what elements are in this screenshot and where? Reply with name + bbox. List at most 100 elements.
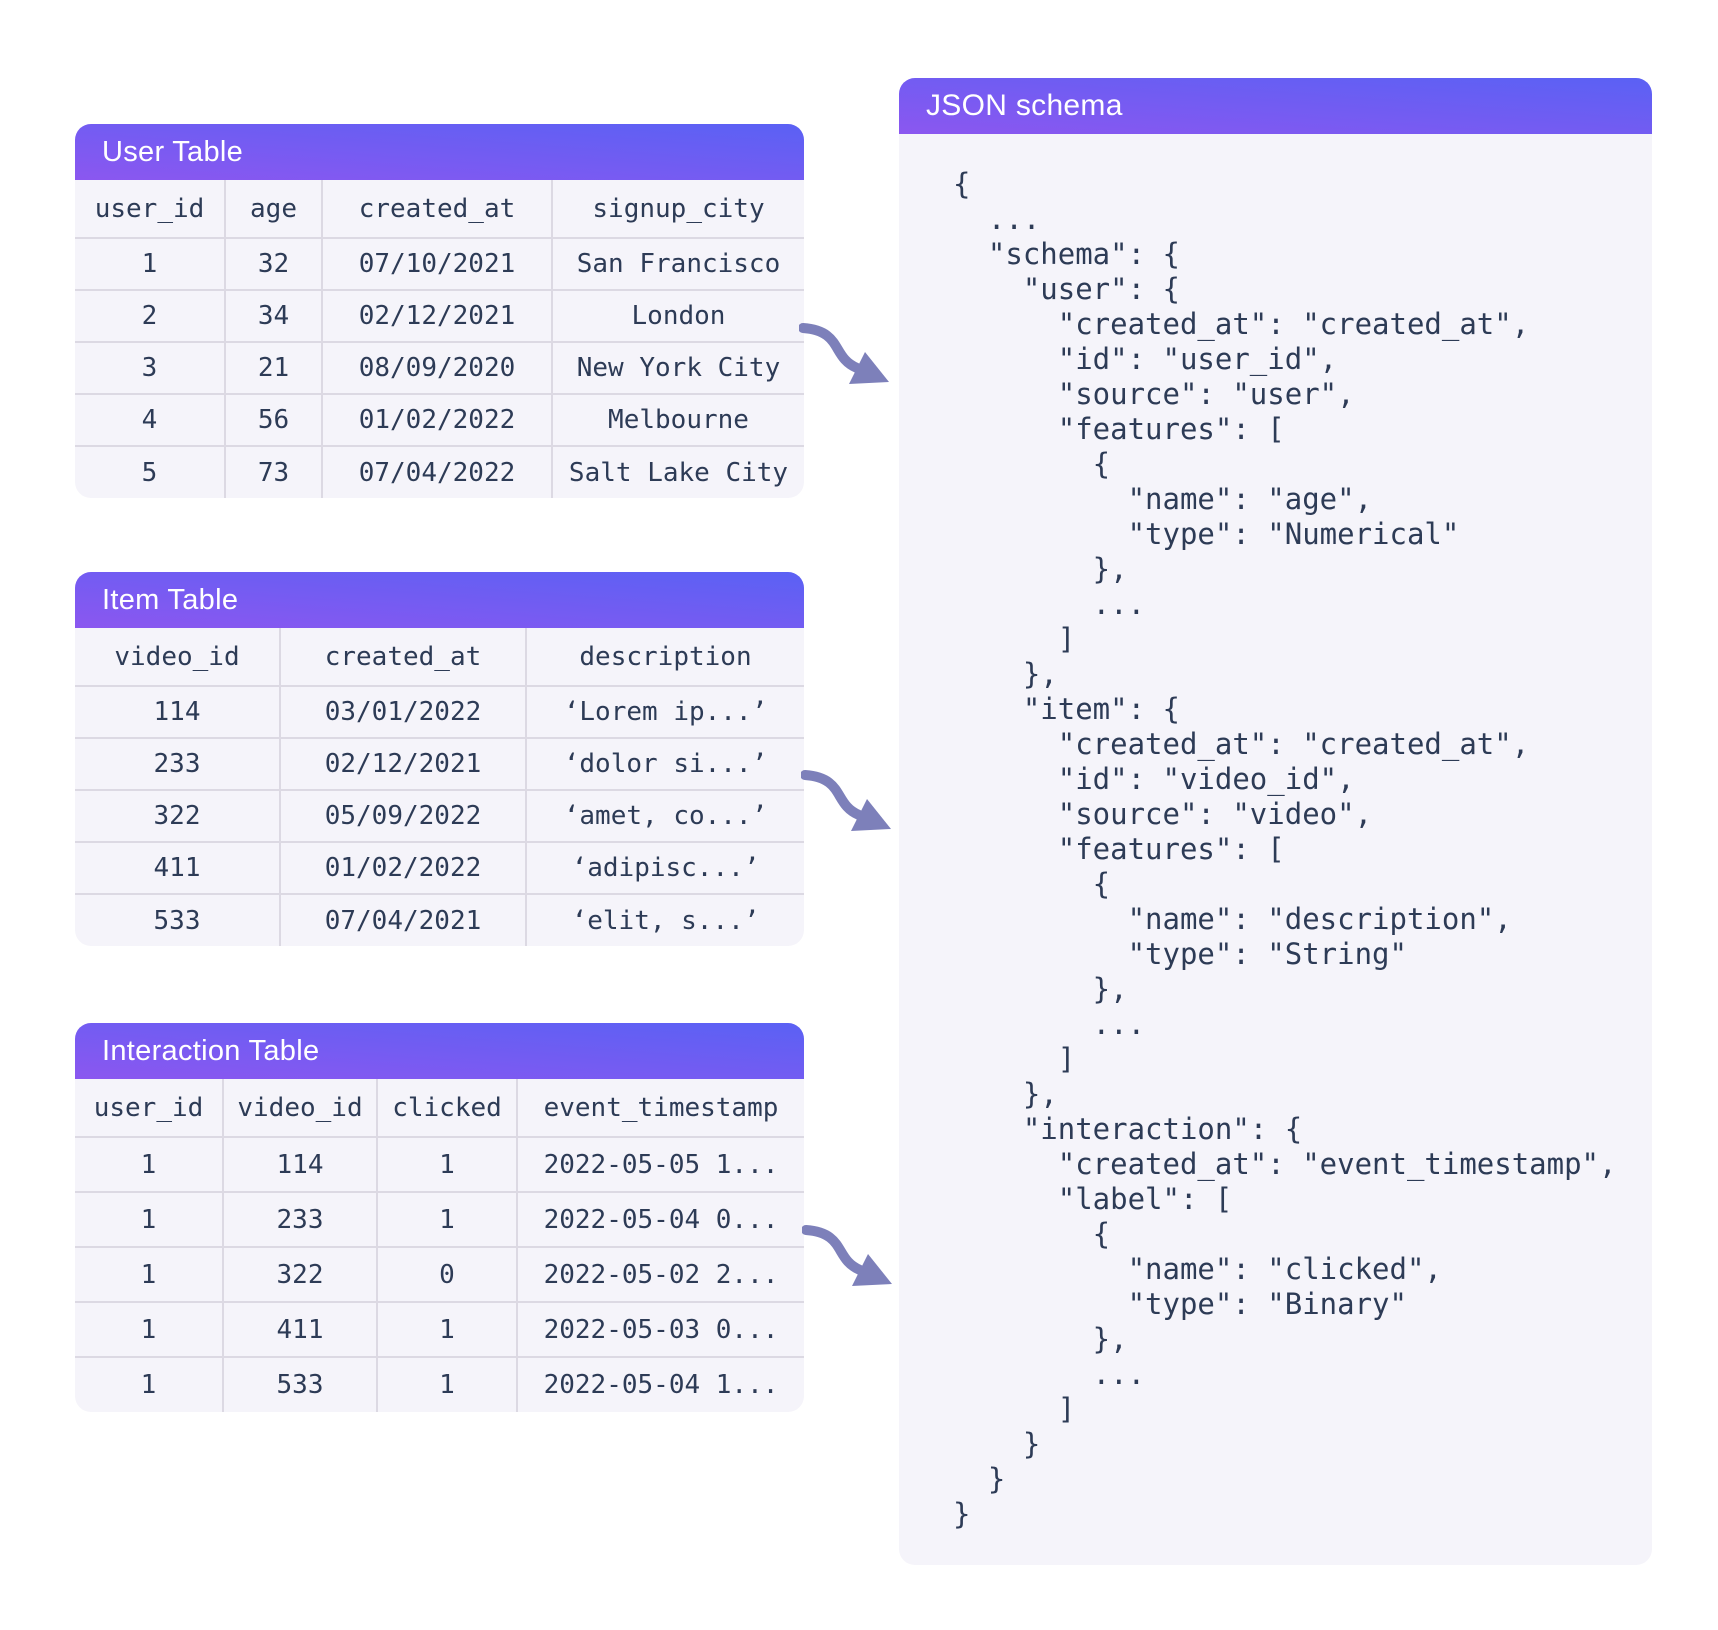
table-cell: 01/02/2022 <box>322 394 553 447</box>
table-cell: 1 <box>377 1137 518 1193</box>
table-cell: 07/04/2022 <box>322 446 553 498</box>
table-cell: Melbourne <box>552 394 804 447</box>
table-cell: 02/12/2021 <box>280 738 527 791</box>
item-table-card: Item Table video_id created_at descripti… <box>75 572 804 946</box>
table-row: 233 02/12/2021 ‘dolor si...’ <box>75 738 804 791</box>
interaction-table-card: Interaction Table user_id video_id click… <box>75 1023 804 1412</box>
item-table-title: Item Table <box>102 583 239 616</box>
table-cell: 1 <box>75 1192 224 1248</box>
item-table-header-row: video_id created_at description <box>75 628 804 687</box>
table-cell: 0 <box>377 1247 518 1303</box>
table-cell: 1 <box>377 1357 518 1412</box>
table-cell: 533 <box>223 1357 378 1412</box>
column-header: video_id <box>75 628 281 687</box>
interaction-table: user_id video_id clicked event_timestamp… <box>75 1079 804 1412</box>
table-cell: 1 <box>377 1192 518 1248</box>
table-row: 4 56 01/02/2022 Melbourne <box>75 394 804 447</box>
user-table-header-row: user_id age created_at signup_city <box>75 180 804 239</box>
json-schema-card: JSON schema { ... "schema": { "user": { … <box>899 78 1652 1565</box>
table-cell: 05/09/2022 <box>280 790 527 843</box>
table-cell: 2022-05-04 0... <box>517 1192 804 1248</box>
table-cell: 02/12/2021 <box>322 290 553 343</box>
table-cell: ‘elit, s...’ <box>571 905 760 936</box>
column-header: created_at <box>280 628 527 687</box>
interaction-table-title: Interaction Table <box>102 1034 320 1067</box>
table-row: 2 34 02/12/2021 London <box>75 290 804 343</box>
table-cell: 322 <box>223 1247 378 1303</box>
table-cell: San Francisco <box>552 238 804 291</box>
interaction-table-title-bar: Interaction Table <box>75 1023 804 1079</box>
table-row: 1 233 1 2022-05-04 0... <box>75 1192 804 1248</box>
table-cell: 322 <box>75 790 281 843</box>
table-cell: London <box>552 290 804 343</box>
column-header: event_timestamp <box>517 1079 804 1138</box>
table-cell: ‘dolor si...’ <box>526 738 804 791</box>
table-row: 1 322 0 2022-05-02 2... <box>75 1247 804 1303</box>
column-header: created_at <box>322 180 553 239</box>
item-to-schema-arrow-icon <box>801 770 891 831</box>
table-cell: 2022-05-04 1... <box>543 1370 779 1400</box>
table-cell: Salt Lake City <box>568 457 789 488</box>
json-schema-code: { ... "schema": { "user": { "created_at"… <box>953 167 1617 1531</box>
table-cell: 34 <box>225 290 323 343</box>
table-cell: 233 <box>75 738 281 791</box>
table-row: 1 114 1 2022-05-05 1... <box>75 1137 804 1193</box>
table-cell: 1 <box>75 1247 224 1303</box>
json-schema-title: JSON schema <box>926 89 1123 122</box>
table-row: 114 03/01/2022 ‘Lorem ip...’ <box>75 686 804 739</box>
column-header: clicked <box>377 1079 518 1138</box>
table-cell: 73 <box>225 446 323 498</box>
column-header: video_id <box>223 1079 378 1138</box>
table-row: 1 32 07/10/2021 San Francisco <box>75 238 804 291</box>
table-cell: 2 <box>75 290 226 343</box>
table-cell: 533 <box>75 894 281 946</box>
column-header: signup_city <box>552 180 804 239</box>
table-cell: 32 <box>225 238 323 291</box>
table-cell: 411 <box>75 842 281 895</box>
interaction-to-schema-arrow-icon <box>802 1225 892 1286</box>
table-cell: 2022-05-05 1... <box>517 1137 804 1193</box>
table-row: 1 411 1 2022-05-03 0... <box>75 1302 804 1358</box>
table-cell: ‘adipisc...’ <box>526 842 804 895</box>
item-table-title-bar: Item Table <box>75 572 804 628</box>
table-cell: 4 <box>75 394 226 447</box>
column-header: user_id <box>75 180 226 239</box>
user-table-card: User Table user_id age created_at signup… <box>75 124 804 498</box>
table-cell: ‘Lorem ip...’ <box>526 686 804 739</box>
table-row: 322 05/09/2022 ‘amet, co...’ <box>75 790 804 843</box>
table-cell: 233 <box>223 1192 378 1248</box>
table-row: 1 533 1 2022-05-04 1... <box>75 1357 804 1412</box>
table-cell: 1 <box>75 1357 224 1412</box>
table-cell: 1 <box>75 1302 224 1358</box>
table-row: 411 01/02/2022 ‘adipisc...’ <box>75 842 804 895</box>
table-cell: 1 <box>377 1302 518 1358</box>
table-cell: 56 <box>225 394 323 447</box>
table-cell: 2022-05-03 0... <box>517 1302 804 1358</box>
column-header: description <box>526 628 804 687</box>
table-cell: 08/09/2020 <box>322 342 553 395</box>
table-cell: 07/04/2021 <box>280 894 527 946</box>
table-cell: 03/01/2022 <box>280 686 527 739</box>
table-row: 5 73 07/04/2022 Salt Lake City <box>75 446 804 498</box>
user-table-title-bar: User Table <box>75 124 804 180</box>
item-table: video_id created_at description 114 03/0… <box>75 628 804 946</box>
table-cell: 2022-05-02 2... <box>517 1247 804 1303</box>
table-cell: 1 <box>75 1137 224 1193</box>
interaction-table-header-row: user_id video_id clicked event_timestamp <box>75 1079 804 1138</box>
table-cell: 5 <box>75 446 226 498</box>
table-cell: 01/02/2022 <box>280 842 527 895</box>
table-cell: 411 <box>223 1302 378 1358</box>
table-cell: New York City <box>552 342 804 395</box>
table-row: 3 21 08/09/2020 New York City <box>75 342 804 395</box>
table-cell: 1 <box>75 238 226 291</box>
table-cell: 07/10/2021 <box>322 238 553 291</box>
json-schema-title-bar: JSON schema <box>899 78 1652 134</box>
user-table: user_id age created_at signup_city 1 32 … <box>75 180 804 498</box>
table-row: 533 07/04/2021 ‘elit, s...’ <box>75 894 804 946</box>
table-cell: 21 <box>225 342 323 395</box>
table-cell: 114 <box>223 1137 378 1193</box>
table-cell: 114 <box>75 686 281 739</box>
user-table-title: User Table <box>102 135 244 168</box>
user-to-schema-arrow-icon <box>799 323 889 384</box>
table-cell: ‘amet, co...’ <box>526 790 804 843</box>
